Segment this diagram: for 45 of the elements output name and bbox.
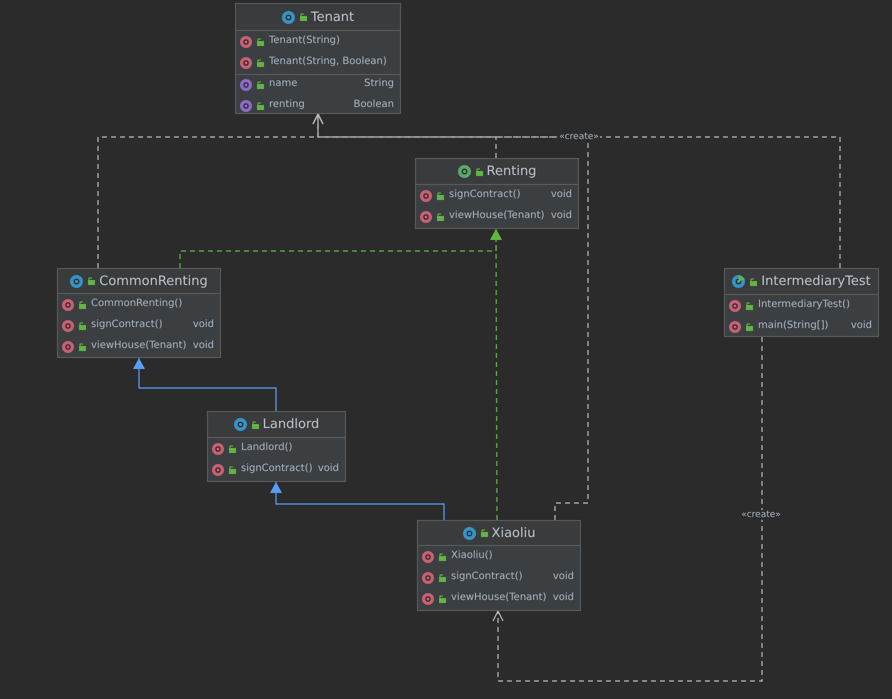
dependency-arrow	[490, 229, 502, 520]
method-name: signContract()	[241, 463, 312, 474]
dependency-arrow	[312, 113, 841, 268]
class-box	[415, 158, 579, 229]
method-name: viewHouse(Tenant)	[91, 340, 186, 351]
field-name: name	[269, 78, 298, 89]
class-box	[207, 411, 346, 482]
method-name: signContract()	[91, 319, 162, 330]
method-name: signContract()	[451, 571, 522, 582]
method-name: Xiaoliu()	[451, 550, 493, 561]
type-name: void	[192, 340, 214, 351]
method-name: IntermediaryTest()	[758, 299, 850, 310]
class-box	[235, 3, 401, 114]
type-name: void	[550, 189, 572, 200]
method-name: signContract()	[449, 189, 520, 200]
class-name: IntermediaryTest	[761, 274, 871, 289]
method-name: Tenant(String)	[269, 35, 340, 46]
class-box	[57, 268, 221, 358]
method-name: main(String[])	[758, 320, 828, 331]
type-name: Boolean	[354, 99, 394, 110]
type-name: void	[850, 320, 872, 331]
class-name: Renting	[486, 164, 536, 179]
class-box	[417, 520, 581, 611]
method-name: viewHouse(Tenant)	[451, 592, 546, 603]
class-name: Tenant	[310, 10, 354, 24]
method-name: Landlord()	[241, 442, 292, 453]
method-name: CommonRenting()	[91, 298, 182, 309]
type-name: void	[552, 571, 574, 582]
class-box	[724, 268, 879, 337]
type-name: void	[552, 592, 574, 603]
type-name: void	[318, 463, 339, 474]
dependency-arrow	[492, 337, 763, 682]
type-name: void	[192, 319, 214, 330]
type-name: void	[550, 210, 572, 221]
method-name: Tenant(String, Boolean)	[269, 56, 387, 67]
inheritance-arrow	[133, 358, 277, 411]
inheritance-arrow	[270, 482, 445, 520]
field-name: renting	[269, 99, 305, 110]
class-name: Landlord	[262, 417, 320, 432]
edge-label: «create»	[558, 132, 600, 142]
type-name: String	[364, 78, 394, 89]
method-name: viewHouse(Tenant)	[449, 210, 544, 221]
class-name: CommonRenting	[99, 274, 208, 288]
class-name: Xiaoliu	[492, 526, 536, 540]
edge-label: «create»	[740, 510, 782, 520]
